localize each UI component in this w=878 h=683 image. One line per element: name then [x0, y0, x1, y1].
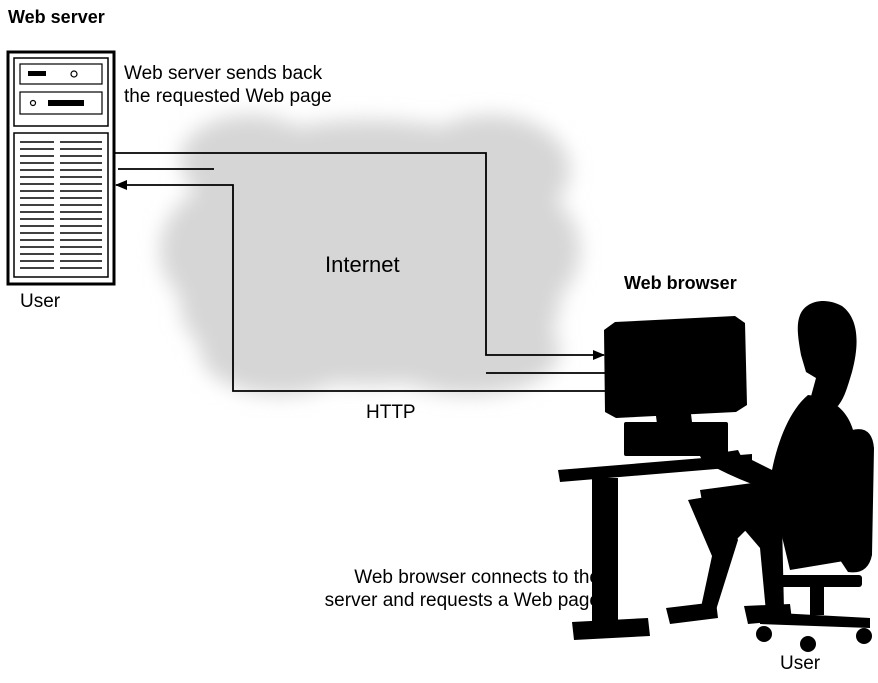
server-user-label: User: [20, 291, 61, 312]
internet-cloud-icon: [160, 115, 580, 395]
server-tower-icon: [6, 50, 116, 286]
request-path: [115, 180, 606, 392]
response-path: [114, 152, 605, 360]
server-title: Web server: [8, 7, 105, 27]
user-silhouette-icon: [666, 300, 857, 624]
server-note: Web server sends back the requested Web …: [124, 63, 332, 107]
server-vent-grille: [20, 141, 102, 269]
computer-workstation-icon: [604, 316, 747, 464]
connection-lines: [114, 152, 606, 392]
protocol-label: HTTP: [366, 402, 416, 423]
browser-note: Web browser connects to the server and r…: [324, 567, 600, 611]
browser-title: Web browser: [624, 273, 737, 293]
browser-user-label: User: [780, 653, 821, 674]
internet-label: Internet: [325, 252, 400, 277]
